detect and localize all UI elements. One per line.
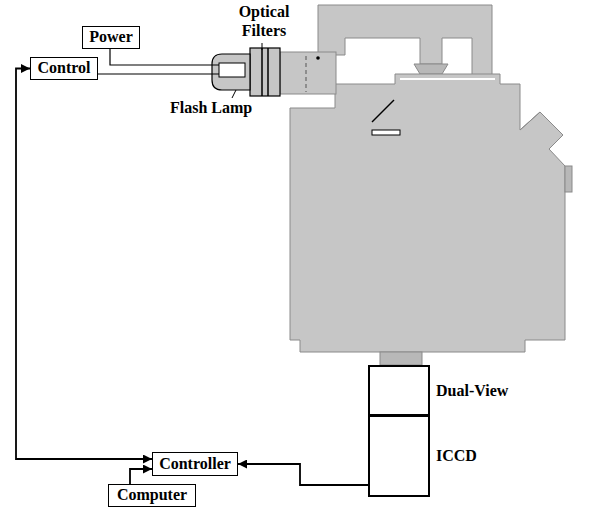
computer-box: Computer: [108, 484, 196, 507]
lamp-bulb: [219, 63, 245, 77]
node-label: ICCD: [436, 447, 477, 465]
node-label: Computer: [117, 486, 187, 504]
node-label: Controller: [159, 455, 231, 473]
optical-filter: [261, 48, 263, 96]
leader-line: [262, 43, 263, 50]
signal-connector: [238, 464, 368, 485]
part-label: Optical Filters: [222, 2, 306, 40]
dichroic-mirror: [372, 100, 394, 122]
lamp-tube: [280, 52, 336, 94]
stage-plate: [400, 78, 495, 80]
optical-filter: [267, 48, 269, 96]
camera-port: [380, 352, 422, 365]
filter-housing: [250, 48, 280, 96]
control-box: Control: [30, 57, 98, 80]
node-label: Power: [89, 28, 133, 46]
pivot-dot: [316, 56, 320, 60]
control-wire: [96, 73, 219, 74]
controller-box: Controller: [152, 452, 238, 476]
filter-slot: [372, 130, 400, 135]
dual-view-box: Dual-View: [368, 365, 430, 416]
leader-line: [232, 90, 236, 98]
iccd-box: ICCD: [368, 415, 430, 497]
node-label: Control: [37, 59, 90, 77]
power-box: Power: [82, 26, 140, 49]
power-wire: [110, 48, 219, 65]
part-label: Flash Lamp: [168, 98, 254, 117]
focus-knob: [565, 166, 572, 192]
field-stop: [306, 56, 307, 92]
microscope-arm: [318, 5, 492, 76]
signal-connector: [130, 469, 152, 484]
node-label: Dual-View: [436, 381, 508, 399]
microscope-body: [290, 74, 565, 352]
eyepiece-tube: [520, 112, 540, 130]
condenser: [414, 64, 448, 74]
signal-connector: [16, 69, 152, 460]
flash-lamp: [212, 54, 250, 90]
